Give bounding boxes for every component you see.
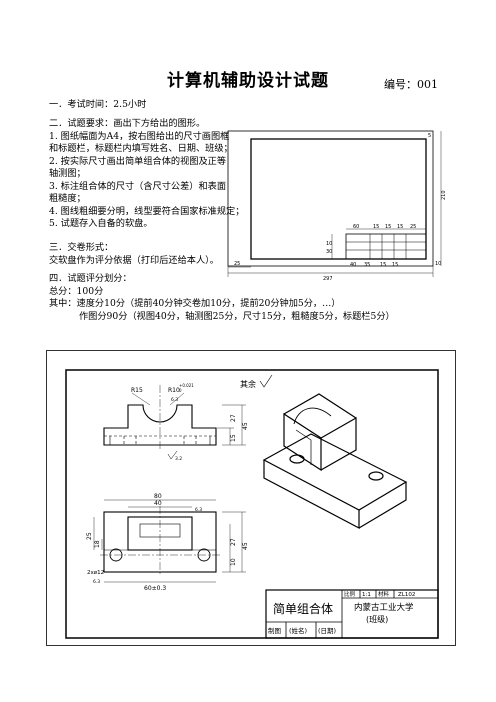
requirement-line: 轴测图； (49, 168, 86, 179)
requirement-line: 和标题栏，标题栏内填写姓名、日期、班级； (49, 143, 233, 154)
dim-60: 60 (353, 224, 359, 230)
top-view (100, 506, 220, 576)
dim-45b: 45 (242, 542, 249, 550)
dim-r15: R15 (131, 387, 143, 394)
scale-value: 1:1 (362, 592, 371, 598)
submission-heading: 三．交卷形式： (49, 242, 114, 253)
dim-5: 5 (428, 133, 431, 139)
section-submission: 三．交卷形式： 交软盘作为评分依据（打印后还给本人）。 (49, 242, 219, 267)
dim-80: 80 (154, 493, 162, 500)
roughness-symbol-icon (167, 450, 178, 460)
scoring-line-2: 作图分90分（视图40分，轴测图25分，尺寸15分，粗糙度5分，标题栏5分） (79, 310, 395, 322)
title-block (265, 589, 439, 639)
isometric-view (262, 393, 408, 529)
section-exam-time: 一．考试时间：2.5小时 (49, 99, 147, 110)
sheet-outline (46, 350, 456, 646)
name-field: (姓名) (289, 626, 307, 635)
drawing-border (65, 369, 439, 639)
dim-10: 10 (435, 261, 441, 267)
dim-15b: 15 (385, 224, 391, 230)
dim-25: 25 (234, 261, 240, 267)
dim-27b: 27 (230, 538, 237, 546)
requirements-heading: 二．试题要求：画出下方给出的图形。 (49, 118, 206, 129)
section-requirements: 二．试题要求：画出下方给出的图形。 1. 图纸幅面为A4，按右图给出的尺寸画图框… (49, 118, 244, 231)
roughness-note: 其余 (240, 379, 256, 389)
frame-size-diagram: 297 210 25 5 10 60 15 15 15 25 40 35 15 … (227, 130, 447, 280)
dim-10b: 10 (230, 558, 237, 566)
dim-40: 40 (154, 500, 162, 507)
dim-15c: 15 (397, 224, 403, 230)
ra-holes: 6.3 (93, 579, 100, 585)
dim-30: 30 (326, 249, 332, 255)
requirement-line: 5. 试题存入自备的软盘。 (49, 218, 153, 229)
ra-6-3: 6.3 (195, 507, 202, 513)
dim-r10-tol-lower: 0 (179, 388, 182, 393)
dim-18: 18 (94, 540, 101, 548)
dim-25b: 25 (410, 224, 416, 230)
date-field: (日期) (318, 627, 336, 635)
requirement-line: 4. 图线粗细要分明，线型要符合国家标准规定； (49, 205, 245, 217)
dim-10b: 10 (326, 241, 332, 247)
requirement-line: 1. 图纸幅面为A4，按右图给出的尺寸画图框 (49, 130, 230, 142)
section-scoring: 四．试题评分划分： 总分：100分 其中：速度分10分（提前40分钟交卷加10分… (49, 273, 395, 323)
dim-210: 210 (441, 190, 447, 200)
dim-27: 27 (230, 414, 237, 422)
requirement-line: 2. 按实际尺寸画出简单组合体的视图及正等 (49, 155, 227, 167)
scoring-total: 总分：100分 (49, 285, 104, 297)
dim-holes: 2xø12 (87, 570, 104, 576)
ra-top: 6.3 (171, 397, 178, 403)
dim-40: 40 (350, 262, 356, 268)
exam-title: 计算机辅助设计试题 (167, 71, 329, 91)
front-view (103, 385, 217, 449)
dim-15e: 15 (392, 262, 398, 268)
roughness-symbol-icon (259, 374, 273, 388)
dim-r10-tol: +0.021 (179, 383, 194, 388)
dim-25: 25 (86, 532, 93, 540)
material-label: 材料 (378, 590, 390, 598)
school-name: 内蒙古工业大学 (354, 602, 414, 613)
dim-45: 45 (242, 422, 249, 430)
class-field: (班级) (366, 614, 388, 624)
scoring-heading: 四．试题评分划分： (49, 273, 132, 284)
dim-15a: 15 (373, 224, 379, 230)
submission-text: 交软盘作为评分依据（打印后还给本人）。 (49, 254, 219, 266)
title-block-outline (345, 233, 427, 260)
material-value: ZL102 (398, 592, 415, 598)
requirement-line: 3. 标注组合体的尺寸（含尺寸公差）和表面 (49, 180, 227, 192)
drawing-border (250, 138, 427, 260)
sheet-outline (227, 130, 434, 267)
dim-60-tol: 60±0.3 (144, 585, 166, 592)
dim-35: 35 (364, 262, 370, 268)
dim-15: 15 (230, 434, 237, 442)
requirement-line: 粗糙度； (49, 193, 86, 204)
engineering-drawing: 其余 R15 R10 +0.021 0 6.3 45 27 15 3.2 (46, 350, 456, 646)
ra-bottom: 3.2 (175, 456, 182, 462)
serial-number: 编号：001 (384, 78, 438, 91)
part-name: 简单组合体 (273, 601, 333, 616)
drawer-label: 制图 (268, 626, 281, 635)
scoring-line-1: 其中：速度分10分（提前40分钟交卷加10分，提前20分钟加5分，…） (49, 298, 341, 309)
scale-label: 比例 (344, 590, 356, 598)
dim-15d: 15 (380, 262, 386, 268)
dim-297: 297 (323, 276, 333, 280)
dim-r10: R10 (168, 387, 180, 394)
